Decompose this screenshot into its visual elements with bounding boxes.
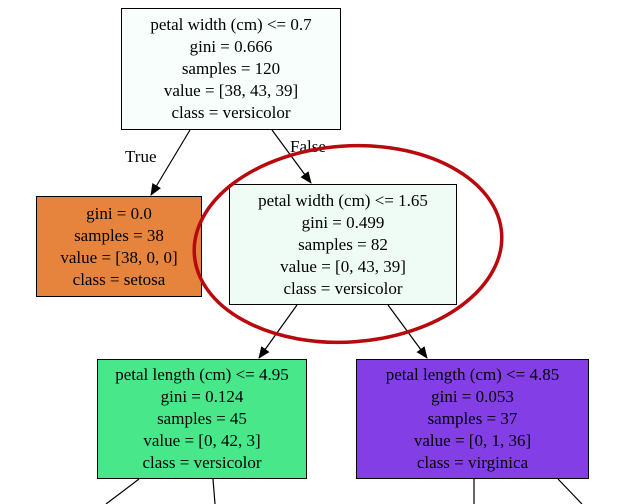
node-line: petal length (cm) <= 4.95 (115, 365, 289, 384)
node-line: class = setosa (72, 269, 166, 289)
node-line: class = virginica (416, 453, 529, 472)
node-line: gini = 0.124 (160, 387, 244, 406)
edge-right-to-right-right (387, 304, 428, 359)
edge-root-to-left (150, 129, 191, 196)
node-line: gini = 0.053 (431, 387, 514, 406)
node-line: value = [38, 0, 0] (60, 247, 178, 267)
edge-label-false: False (290, 137, 326, 156)
edge-right-to-right-left (258, 304, 298, 359)
node-line: value = [0, 43, 39] (280, 256, 406, 276)
edge-label-true: True (125, 147, 157, 166)
edge-rl-child-right (212, 478, 216, 504)
node-line: gini = 0.666 (189, 37, 273, 56)
node-line: petal length (cm) <= 4.85 (385, 365, 560, 384)
node-line: gini = 0.499 (301, 212, 385, 232)
node-line: class = versicolor (171, 103, 291, 122)
node-line: samples = 38 (74, 225, 164, 245)
node-line: petal width (cm) <= 1.65 (258, 190, 428, 210)
node-line: value = [38, 43, 39] (163, 81, 299, 100)
node-line: class = versicolor (283, 278, 403, 298)
edge-rl-child-left (105, 478, 140, 504)
node-line: class = versicolor (142, 453, 262, 472)
tree-node-root: petal width (cm) <= 0.7 gini = 0.666 sam… (121, 8, 341, 130)
node-line: samples = 120 (181, 59, 281, 78)
tree-node-petal-width-split: petal width (cm) <= 1.65 gini = 0.499 sa… (229, 184, 457, 305)
node-line: samples = 82 (298, 234, 388, 254)
tree-node-setosa-leaf: gini = 0.0 samples = 38 value = [38, 0, … (36, 196, 202, 297)
node-line: value = [0, 42, 3] (143, 431, 261, 450)
edge-rr-child-right (557, 478, 583, 504)
node-line: petal width (cm) <= 0.7 (150, 15, 312, 34)
node-line: samples = 37 (427, 409, 518, 428)
tree-node-virginica-split: petal length (cm) <= 4.85 gini = 0.053 s… (356, 359, 589, 479)
node-line: samples = 45 (157, 409, 247, 428)
node-line: gini = 0.0 (86, 203, 152, 223)
node-line: value = [0, 1, 36] (413, 431, 532, 450)
tree-node-versicolor-split: petal length (cm) <= 4.95 gini = 0.124 s… (97, 359, 307, 479)
